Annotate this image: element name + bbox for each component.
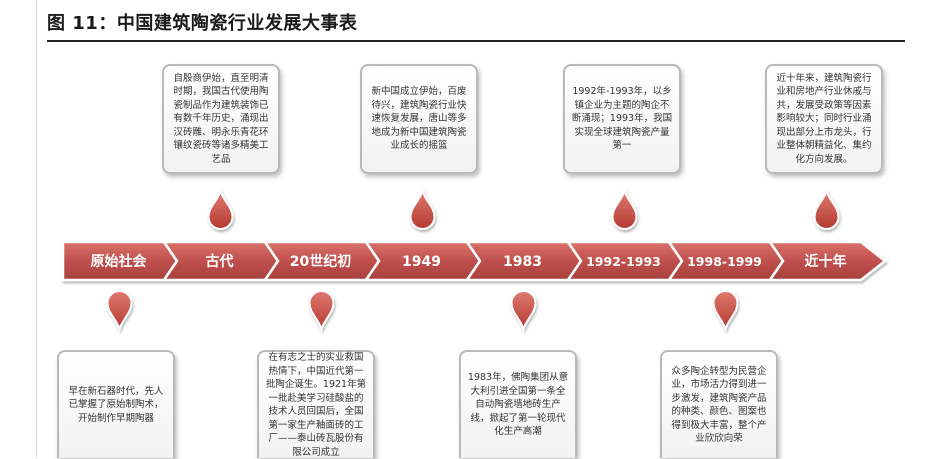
drop-marker-1983 [510,290,537,333]
note-early-20th: 在有志之士的实业救国热情下，中国近代第一批陶企诞生。1921年第一批赴美学习硅酸… [257,350,375,458]
note-early-20th-text: 在有志之士的实业救国热情下，中国近代第一批陶企诞生。1921年第一批赴美学习硅酸… [265,352,367,458]
note-ancient: 自殷商伊始，直至明清时期，我国古代使用陶瓷制品作为建筑装饰已有数千年历史，涌现出… [162,64,280,174]
drop-marker-early-20th [308,290,335,333]
note-1983: 1983年，佛陶集团从意大利引进全国第一条全自动陶瓷墙地砖生产线，掀起了第一轮现… [459,350,577,458]
timeline-label-1949: 1949 [402,254,441,270]
note-ancient-text: 自殷商伊始，直至明清时期，我国古代使用陶瓷制品作为建筑装饰已有数千年历史，涌现出… [173,72,269,165]
drop-marker-1998-1999 [712,290,739,333]
note-1992-1993-text: 1992年-1993年，以乡镇企业为主题的陶企不断涌现；1993年，我国实现全球… [571,86,673,152]
note-1949-text: 新中国成立伊始，百废待兴，建筑陶瓷行业快速恢复发展，唐山等多地成为新中国建筑陶瓷… [371,86,467,152]
note-1998-1999: 众多陶企转型为民营企业，市场活力得到进一步激发，建筑陶瓷产品的种类、颜色、图案也… [660,350,778,458]
title-underline [47,40,905,42]
timeline-label-early-20th: 20世纪初 [290,253,351,270]
left-border-line [36,0,37,458]
timeline-label-1992-1993: 1992-1993 [586,254,661,269]
timeline-label-recent-decade: 近十年 [805,253,847,270]
drop-marker-primitive [106,290,133,333]
page-title: 图 11：中国建筑陶瓷行业发展大事表 [47,13,358,34]
timeline-label-1983: 1983 [503,254,542,270]
note-primitive: 早在新石器时代，先人已掌握了原始制陶术，开始制作早期陶器 [57,350,175,458]
drop-marker-ancient [207,187,234,230]
note-1992-1993: 1992年-1993年，以乡镇企业为主题的陶企不断涌现；1993年，我国实现全球… [563,64,681,174]
timeline-segment-recent-decade [767,240,888,282]
note-recent-decade: 近十年来，建筑陶瓷行业和房地产行业休戚与共，发展受政策等因素影响较大；同时行业涌… [765,64,883,174]
note-1949: 新中国成立伊始，百废待兴，建筑陶瓷行业快速恢复发展，唐山等多地成为新中国建筑陶瓷… [360,64,478,174]
drop-marker-1949 [409,187,436,230]
timeline-label-1998-1999: 1998-1999 [687,254,762,269]
timeline-label-ancient: 古代 [206,253,234,270]
note-1983-text: 1983年，佛陶集团从意大利引进全国第一条全自动陶瓷墙地砖生产线，掀起了第一轮现… [467,372,569,438]
drop-marker-recent-decade [813,187,840,230]
drop-marker-1992-1993 [611,187,638,230]
timeline-label-primitive: 原始社会 [91,253,148,270]
note-1998-1999-text: 众多陶企转型为民营企业，市场活力得到进一步激发，建筑陶瓷产品的种类、颜色、图案也… [671,365,767,445]
note-recent-decade-text: 近十年来，建筑陶瓷行业和房地产行业休戚与共，发展受政策等因素影响较大；同时行业涌… [776,72,872,165]
note-primitive-text: 早在新石器时代，先人已掌握了原始制陶术，开始制作早期陶器 [68,385,164,424]
